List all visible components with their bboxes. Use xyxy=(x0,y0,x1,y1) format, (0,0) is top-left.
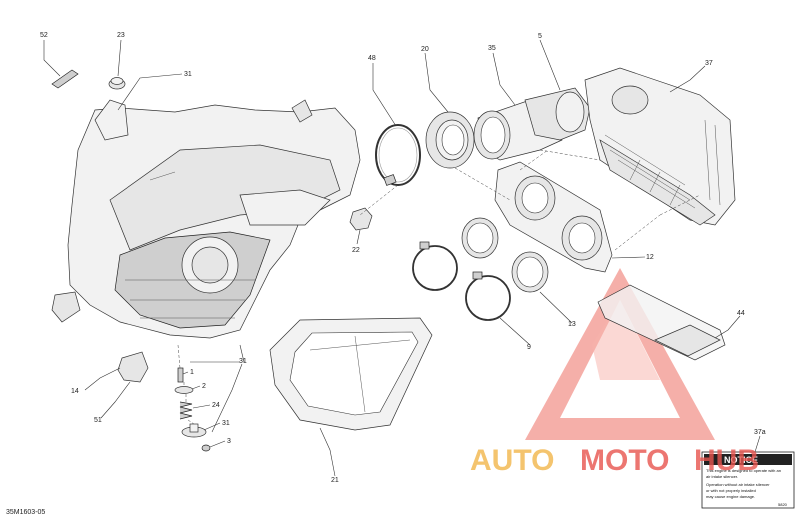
notice-title: NOTICE xyxy=(724,455,758,465)
callout-21: 21 xyxy=(331,477,339,484)
notice-label: NOTICE This engine is designed to operat… xyxy=(701,451,795,509)
notice-line-4: or with not properly installed xyxy=(706,488,756,493)
filter-frame-21 xyxy=(269,317,433,431)
watermark-text-auto: AUTO xyxy=(470,444,554,477)
callout-2: 2 xyxy=(202,383,206,390)
watermark-text-moto: MOTO xyxy=(580,444,669,477)
bolt-1 xyxy=(177,367,184,383)
callout-labels: 52 23 31 48 20 35 5 37 22 12 44 13 9 31 … xyxy=(40,32,766,484)
callout-20: 20 xyxy=(421,46,429,53)
leader-lines xyxy=(43,39,761,477)
grommet-23 xyxy=(108,77,126,90)
callout-37: 37 xyxy=(705,60,713,67)
intake-ring-20 xyxy=(425,111,475,169)
callout-13: 13 xyxy=(568,321,576,328)
callout-14: 14 xyxy=(71,388,79,395)
callout-22: 22 xyxy=(352,247,360,254)
notice-line-3: Operation without air intake silencer xyxy=(706,482,770,487)
callout-1: 1 xyxy=(190,369,194,376)
callout-52: 52 xyxy=(40,32,48,39)
clamp-48 xyxy=(375,124,421,186)
callout-31-top: 31 xyxy=(184,71,192,78)
watermark-wordmark: AUTO MOTO HUB xyxy=(470,444,759,477)
callout-9: 9 xyxy=(527,344,531,351)
callout-3: 3 xyxy=(227,438,231,445)
callout-24: 24 xyxy=(212,402,220,409)
label-52 xyxy=(51,69,79,89)
callout-35: 35 xyxy=(488,45,496,52)
assembly-lines xyxy=(177,149,701,425)
callout-31-low: 31 xyxy=(222,420,230,427)
clamp-9b xyxy=(465,271,511,321)
manifold-12 xyxy=(494,161,613,273)
notice-code: 5820 xyxy=(778,502,788,507)
figure-reference: 35M1603-05 xyxy=(6,509,46,516)
watermark-text-hub: HUB xyxy=(694,444,759,477)
callout-37a: 37a xyxy=(754,429,766,436)
notice-line-2: air intake silencer. xyxy=(706,474,738,479)
coupler-5 xyxy=(524,87,591,141)
watermark-triangle xyxy=(525,268,715,440)
callout-31-mid: 31 xyxy=(239,358,247,365)
callout-5: 5 xyxy=(538,33,542,40)
adapter-13b xyxy=(511,251,549,293)
adapter-13a xyxy=(461,217,499,259)
callout-51: 51 xyxy=(94,417,102,424)
callout-44: 44 xyxy=(737,310,745,317)
airbox-housing xyxy=(51,99,361,339)
callout-48: 48 xyxy=(368,55,376,62)
callout-12: 12 xyxy=(646,254,654,261)
clip-22 xyxy=(349,207,373,231)
nut-3 xyxy=(201,444,211,452)
notice-line-1: This engine is designed to operate with … xyxy=(706,468,781,473)
spacer-31 xyxy=(181,423,207,438)
notice-line-5: may cause engine damage. xyxy=(706,494,755,499)
seal-44 xyxy=(597,284,726,361)
washer-2 xyxy=(174,386,194,394)
silencer-cover-37 xyxy=(584,67,736,226)
mount-14 xyxy=(117,351,149,383)
spring-24 xyxy=(179,401,193,420)
clamp-9a xyxy=(412,241,458,291)
callout-23: 23 xyxy=(117,32,125,39)
